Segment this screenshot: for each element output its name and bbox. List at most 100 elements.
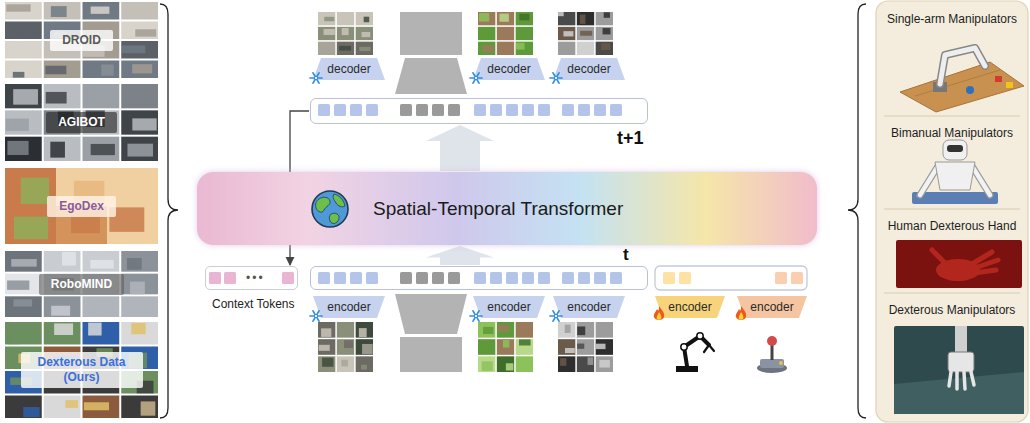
block-label: decoder [327,63,370,75]
trainable-icon [736,306,746,320]
dataset-label: RoboMIND [39,274,124,295]
snowflake-arm [550,77,562,79]
image-patch [44,396,81,419]
image-patch [83,137,120,161]
image-detail [518,325,523,335]
image-patch [5,110,42,134]
masked-encoder [395,294,467,334]
token-square [594,104,606,116]
image-patch [121,296,158,317]
image-detail [101,64,113,75]
image-detail [342,28,349,35]
embodiment-section: Dexterous Manipulators [876,295,1028,419]
flame-inner [739,312,744,320]
snowflake-arm [313,311,319,321]
image-patch [577,12,594,25]
image-detail [588,357,594,365]
image-detail [17,27,36,36]
frozen-icon [550,73,562,83]
arm-joint [681,344,687,350]
image-patch [318,356,335,372]
dataset-panel: EgoDex [5,168,158,244]
encoder-block: encoder [313,296,385,318]
image-detail [8,331,19,344]
snowflake-arm [473,311,479,321]
token-square [562,272,574,284]
image-patch [121,137,158,161]
token-square [522,104,534,116]
image-detail [50,142,65,158]
image-patch [558,339,575,355]
trapezoid-shape [473,58,545,80]
image-patch [318,12,335,25]
token-square [663,272,675,284]
image-patch [5,396,42,419]
image-patch [44,84,81,108]
image-patch [516,27,533,40]
token-square [506,272,518,284]
image-detail [562,49,569,55]
image-patch [577,42,594,55]
flow-arrow [426,125,494,171]
image-patch [356,27,373,40]
image-detail [127,258,142,270]
decoder-block: decoder [473,58,545,80]
image-patch [516,356,533,372]
embodiment-section: Single-arm Manipulators [876,4,1028,116]
image-patch [44,61,81,79]
block-label: encoder [668,301,711,313]
token-square [366,104,378,116]
image-patch [44,2,81,20]
image-patch [5,137,42,161]
image-patch [577,339,594,355]
token-square [610,104,622,116]
image-detail [519,339,531,345]
token-square [490,272,502,284]
image-detail [599,360,610,368]
image-detail [117,186,140,205]
masked-frame [400,337,462,372]
image-patch [596,42,613,55]
dataset-image [5,322,158,418]
image-patch [83,322,120,345]
frozen-icon [470,73,482,83]
image-patch [516,12,533,25]
image-detail [565,348,575,353]
image-detail [603,28,611,34]
snowflake-arm [473,311,479,321]
panel-separator [884,209,1020,210]
image-detail [322,358,333,367]
action-token-box [655,266,807,290]
trapezoid-shape [737,296,807,318]
image-patch [596,339,613,355]
token-square [474,104,486,116]
image-detail [577,344,584,349]
image-patch [356,322,373,338]
snowflake-arm [550,315,562,317]
token-square [538,272,550,284]
snowflake-core [474,76,477,79]
bimanual-illustration [912,140,998,204]
image-detail [341,15,349,24]
left-brace [160,4,178,418]
image-patch [121,84,158,108]
image-patch [478,42,495,55]
snowflake-arm [310,77,322,79]
dataset-image [5,251,158,317]
image-patch [83,296,120,317]
image-detail [7,280,29,289]
image-patch [83,251,120,272]
frozen-icon [310,73,322,83]
image-detail [497,325,509,332]
token-bar: t+1 [310,98,648,124]
embodiment-section: Human Dexterous Hand [876,211,1028,293]
token-square [400,104,412,116]
decoder-block: decoder [553,58,625,80]
embodiment-label: Bimanual Manipulators [891,126,1013,140]
image-patch [5,84,42,108]
image-detail [132,2,155,8]
trapezoid-shape [553,296,625,318]
embodiment-label: Dexterous Manipulators [889,303,1016,317]
image-detail [13,89,38,105]
